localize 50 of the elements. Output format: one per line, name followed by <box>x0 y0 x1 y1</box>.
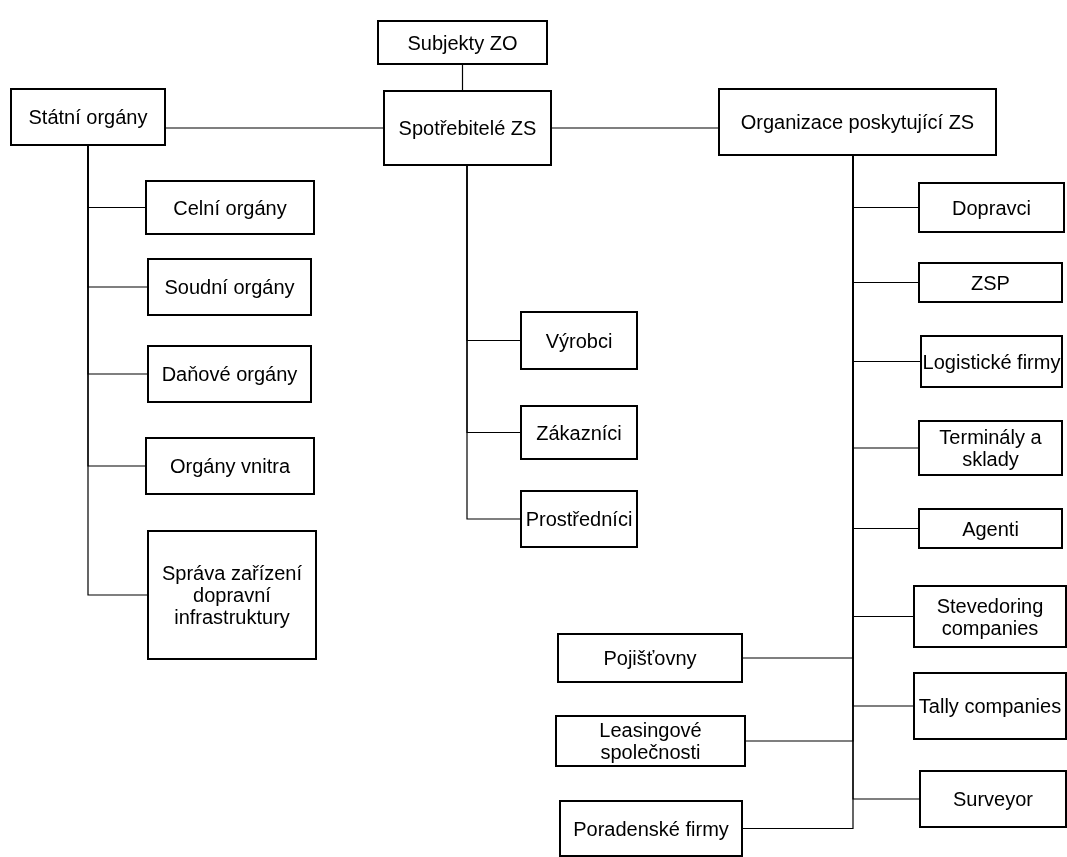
org-box <box>147 345 312 403</box>
org-box <box>918 420 1063 476</box>
org-box <box>913 672 1067 740</box>
org-box <box>383 90 552 166</box>
org-box <box>147 258 312 316</box>
node-label: Zákazníci <box>536 421 622 444</box>
node-label: Dopravci <box>952 196 1031 219</box>
org-box <box>918 262 1063 303</box>
node-label: Agenti <box>962 517 1019 540</box>
node-label: Surveyor <box>953 788 1033 810</box>
node-label: Pojišťovny <box>603 647 697 669</box>
connector-line <box>551 127 719 129</box>
org-box <box>145 180 315 235</box>
node-label: Správa zařízení dopravní infrastruktury <box>160 562 304 628</box>
node-label: Státní orgány <box>28 106 148 128</box>
node-label: Spotřebitelé ZS <box>398 117 537 139</box>
node-label: Celní orgány <box>173 196 287 219</box>
org-box <box>918 508 1063 549</box>
node-label: Subjekty ZO <box>407 31 518 54</box>
org-box <box>557 633 743 683</box>
org-box <box>918 182 1065 233</box>
node-label: Výrobci <box>545 329 613 352</box>
node-label: Soudní orgány <box>164 276 295 298</box>
node-label: Tally companies <box>918 695 1062 717</box>
connector-line <box>466 165 521 520</box>
connector-line <box>461 64 464 91</box>
org-box <box>147 530 317 660</box>
node-label: Terminály a sklady <box>938 426 1043 470</box>
org-box <box>377 20 548 65</box>
org-box <box>919 770 1067 828</box>
org-box <box>520 405 638 460</box>
org-box <box>913 585 1067 648</box>
node-label: Prostředníci <box>525 508 633 530</box>
node-label: Daňové orgány <box>161 363 298 385</box>
node-label: Stevedoring companies <box>935 594 1045 639</box>
connector-line <box>165 127 384 129</box>
org-box <box>520 311 638 370</box>
node-label: Logistické firmy <box>922 350 1061 373</box>
org-box <box>559 800 743 857</box>
org-box <box>555 715 746 767</box>
node-label: ZSP <box>971 271 1010 294</box>
org-box <box>10 88 166 146</box>
org-box <box>145 437 315 495</box>
org-box <box>718 88 997 156</box>
node-label: Organizace poskytující ZS <box>740 111 975 133</box>
node-label: Leasingové společnosti <box>598 719 703 763</box>
org-box <box>520 490 638 548</box>
node-label: Poradenské firmy <box>573 817 729 840</box>
org-box <box>920 335 1063 388</box>
node-label: Orgány vnitra <box>169 455 291 477</box>
